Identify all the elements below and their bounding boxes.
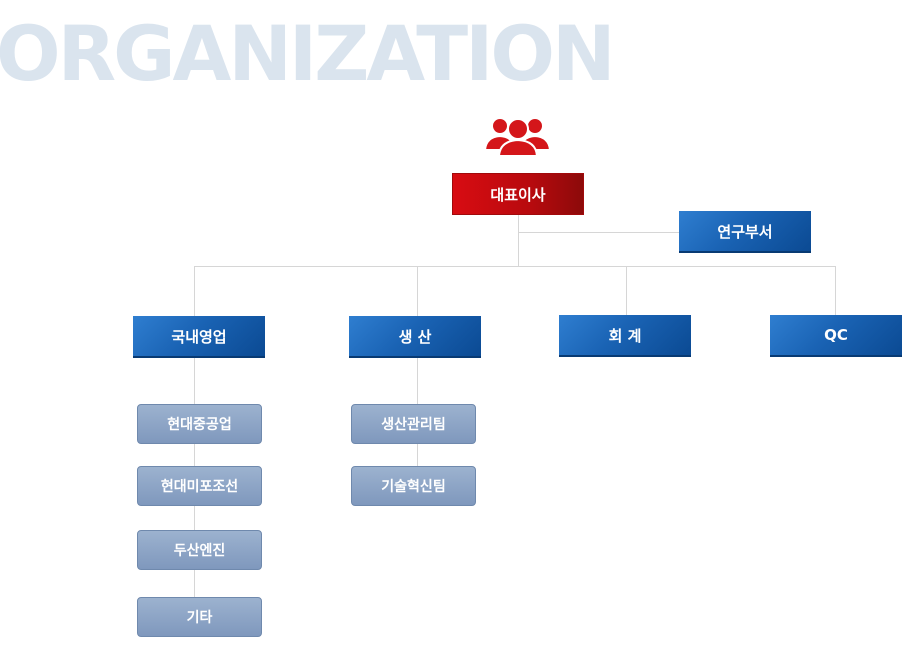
dept-label: 생 산 xyxy=(398,327,432,346)
dept-sales-box: 국내영업 xyxy=(133,316,265,358)
ceo-label: 대표이사 xyxy=(490,185,546,204)
sales-unit-box: 기타 xyxy=(137,597,262,637)
sales-unit-box: 두산엔진 xyxy=(137,530,262,570)
dept-label: QC xyxy=(824,326,848,344)
ceo-box: 대표이사 xyxy=(452,173,584,215)
page-title: ORGANIZATION xyxy=(0,9,616,98)
people-group-icon xyxy=(484,117,552,157)
dept-qc-box: QC xyxy=(770,315,902,357)
production-unit-label: 생산관리팀 xyxy=(381,417,446,433)
dept-label: 국내영업 xyxy=(171,327,227,346)
sales-unit-box: 현대미포조선 xyxy=(137,466,262,506)
dept-drop-2 xyxy=(417,266,418,317)
sales-unit-label: 두산엔진 xyxy=(173,543,226,559)
production-unit-label: 기술혁신팀 xyxy=(381,479,446,495)
research-box: 연구부서 xyxy=(679,211,811,253)
research-label: 연구부서 xyxy=(717,222,773,241)
dept-accounting-box: 회 계 xyxy=(559,315,691,357)
dept-drop-4 xyxy=(835,266,836,316)
research-connector xyxy=(518,232,680,233)
dept-drop-3 xyxy=(626,266,627,316)
production-unit-box: 기술혁신팀 xyxy=(351,466,476,506)
dept-drop-1 xyxy=(194,266,195,317)
dept-hline xyxy=(194,266,836,267)
ceo-connector xyxy=(518,214,519,267)
dept-label: 회 계 xyxy=(608,326,642,345)
production-unit-box: 생산관리팀 xyxy=(351,404,476,444)
dept-production-box: 생 산 xyxy=(349,316,481,358)
sales-unit-label: 현대미포조선 xyxy=(160,479,239,495)
sales-unit-label: 현대중공업 xyxy=(167,417,232,433)
sales-unit-label: 기타 xyxy=(186,610,213,626)
sales-unit-box: 현대중공업 xyxy=(137,404,262,444)
